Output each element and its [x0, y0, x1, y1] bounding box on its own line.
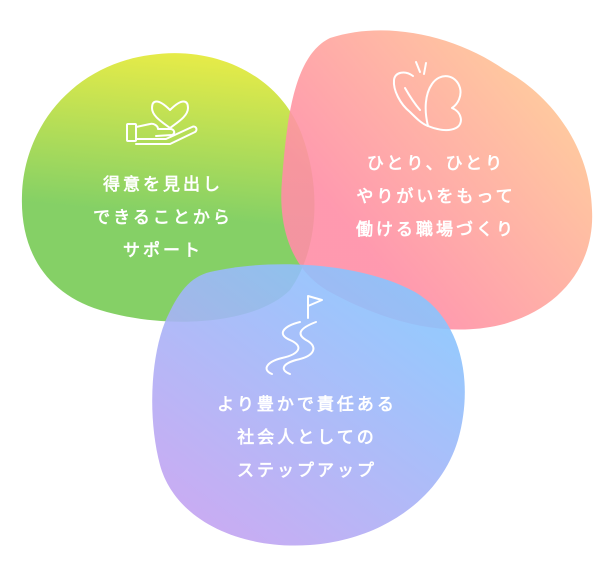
blob-workplace — [281, 30, 593, 330]
label-line: できることから — [93, 208, 233, 228]
label-line: 働ける職場づくり — [356, 220, 516, 240]
label-line: やりがいをもって — [356, 187, 516, 207]
blob-support — [21, 53, 315, 322]
blob-steps — [152, 264, 465, 546]
label-line: サポート — [122, 241, 203, 261]
label-line: 得意を見出し — [102, 175, 223, 195]
label-line: より豊かで責任ある — [217, 395, 397, 415]
butterfly-icon — [392, 61, 462, 132]
blob-label-workplace: ひとり、ひとり やりがいをもって 働ける職場づくり — [356, 148, 516, 247]
blob-label-support: 得意を見出し できることから サポート — [93, 169, 233, 268]
winding-path-flag-icon — [265, 295, 323, 375]
label-line: ひとり、ひとり — [366, 154, 506, 174]
blob-label-steps: より豊かで責任ある 社会人としての ステップアップ — [217, 389, 397, 488]
label-line: ステップアップ — [236, 461, 377, 481]
label-line: 社会人としての — [237, 428, 377, 448]
hand-heart-icon — [126, 100, 198, 145]
